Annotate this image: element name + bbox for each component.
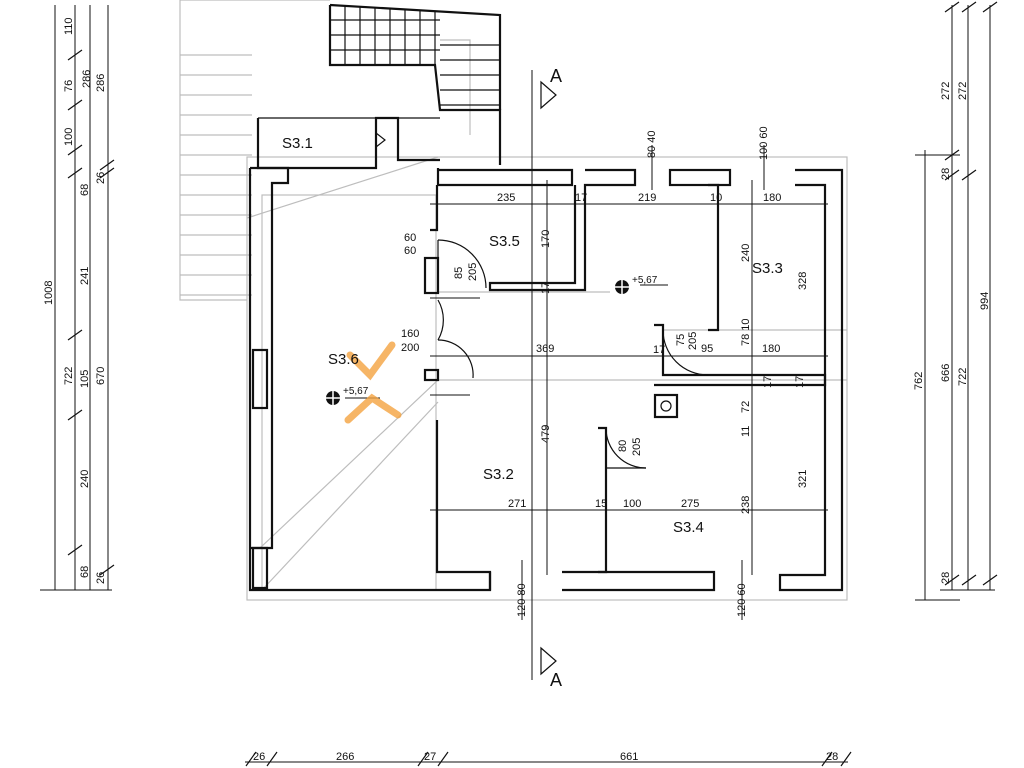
dim-11: 11 (740, 426, 752, 437)
dim-180b: 180 (762, 343, 780, 355)
right-dim-outer: 994 (979, 292, 991, 310)
dim-369: 369 (536, 343, 554, 355)
right-dim-a1: 28 (940, 168, 952, 180)
section-label-bottom: A (550, 670, 562, 690)
left-dim-b0: 286 (95, 74, 107, 92)
dim-238: 238 (740, 496, 752, 514)
dim-80-40: 80 40 (646, 130, 658, 158)
room-label-s33: S3.3 (752, 260, 783, 277)
bottom-dimension-chain: 26 266 27 661 28 (245, 751, 852, 767)
left-dim-b1: 26 (95, 172, 107, 184)
room-label-s36: S3.6 (328, 351, 359, 368)
left-dim-a5: 105 (79, 370, 91, 388)
level-value-main: +5,67 (632, 275, 658, 286)
dim-17c: 17 (653, 344, 665, 356)
left-dim-a7: 68 (79, 566, 91, 578)
room-labels: S3.1 S3.5 S3.3 S3.6 S3.2 S3.4 (282, 135, 783, 536)
dim-95: 95 (701, 343, 713, 355)
dim-120-60: 120 60 (736, 583, 748, 617)
bottom-dim-d: 661 (620, 751, 638, 763)
dim-100: 100 (623, 498, 641, 510)
left-dim-a3: 68 (79, 184, 91, 196)
right-dim-mid-top: 272 (957, 82, 969, 100)
dim-120-80: 120 80 (516, 583, 528, 617)
bottom-dim-c: 27 (424, 751, 436, 763)
dim-271: 271 (508, 498, 526, 510)
section-label-top: A (550, 66, 562, 86)
left-dim-a4: 241 (79, 267, 91, 285)
dim-205b: 205 (687, 332, 699, 350)
level-marker-left: +5,67 (326, 386, 369, 405)
bottom-dim-e: 28 (826, 751, 838, 763)
dim-17a: 17 (575, 192, 587, 204)
walls (248, 166, 844, 592)
left-dim-b3: 26 (95, 572, 107, 584)
room-label-s35: S3.5 (489, 233, 520, 250)
dim-10: 10 (710, 192, 722, 204)
dim-75: 75 (675, 334, 687, 346)
watermark-logo (344, 341, 402, 424)
left-dimension-chains: 1008 722 286 110 76 100 68 241 105 240 6… (40, 5, 115, 591)
dim-85: 85 (453, 267, 465, 279)
left-dim-a6: 240 (79, 470, 91, 488)
dim-205c: 205 (631, 438, 643, 456)
level-marker-main: +5,67 (615, 275, 658, 294)
interior-dimension-lines (345, 145, 828, 620)
dim-219: 219 (638, 192, 656, 204)
right-dim-mid-bottom: 722 (957, 368, 969, 386)
right-dim-col-c: 762 (913, 372, 925, 390)
room-label-s32: S3.2 (483, 466, 514, 483)
dim-180a: 180 (763, 192, 781, 204)
left-dim-outer: 1008 (43, 281, 55, 305)
dim-17d: 17 (762, 376, 774, 388)
dim-60b: 60 (404, 245, 416, 257)
section-line-a: A A (531, 66, 562, 690)
dim-200: 200 (401, 342, 419, 354)
left-dim-mid-bottom: 722 (63, 367, 75, 385)
dim-328: 328 (797, 272, 809, 290)
interior-dimensions: 235 17 219 10 180 60 60 160 200 369 17 9… (401, 192, 781, 510)
right-dim-a3: 28 (940, 572, 952, 584)
interior-dimensions-vertical: 170 17 240 328 85 205 75 205 78 10 17 17… (453, 126, 809, 617)
dim-240: 240 (740, 244, 752, 262)
dim-17e: 17 (794, 376, 806, 388)
dim-72: 72 (740, 401, 752, 413)
bottom-dim-a: 26 (253, 751, 265, 763)
dim-80a: 80 (617, 440, 629, 452)
level-value-left: +5,67 (343, 386, 369, 397)
left-dim-b2: 670 (95, 367, 107, 385)
dim-479: 479 (540, 425, 552, 443)
dim-321: 321 (797, 470, 809, 488)
dim-170: 170 (540, 230, 552, 248)
dim-100-60: 100 60 (758, 126, 770, 160)
left-dim-a2: 100 (63, 128, 75, 146)
left-dim-a0: 110 (63, 17, 75, 35)
right-dimension-chains: 762 272 28 666 28 272 722 994 (913, 1, 998, 601)
room-label-s31: S3.1 (282, 135, 313, 152)
left-dim-mid-top: 286 (81, 70, 93, 88)
right-dim-a0: 272 (940, 82, 952, 100)
door-swings (437, 239, 709, 469)
dim-15: 15 (595, 498, 607, 510)
dim-60a: 60 (404, 232, 416, 244)
dim-78-10: 78 10 (740, 318, 752, 346)
bottom-dim-b: 266 (336, 751, 354, 763)
room-label-s34: S3.4 (673, 519, 704, 536)
dim-205a: 205 (467, 263, 479, 281)
left-dim-a1: 76 (63, 80, 75, 92)
dim-17b: 17 (540, 282, 552, 294)
dim-235: 235 (497, 192, 515, 204)
dim-160: 160 (401, 328, 419, 340)
dim-275: 275 (681, 498, 699, 510)
right-dim-a2: 666 (940, 364, 952, 382)
